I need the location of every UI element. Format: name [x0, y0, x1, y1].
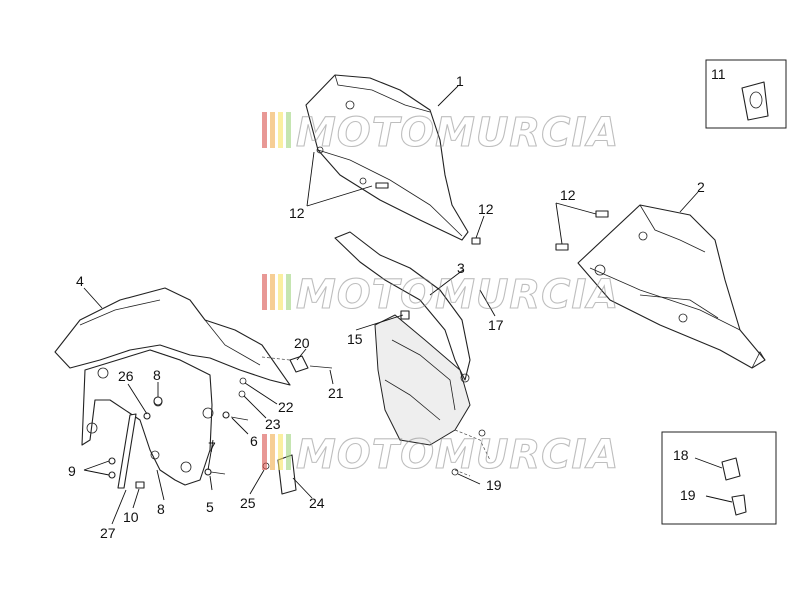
callout-19-inset: 19	[680, 487, 696, 503]
inset-box-18-19	[661, 431, 777, 525]
callout-labels: 1 2 3 4 5 6 7 8 8 9 10 11 12 12 12 15 17…	[68, 66, 726, 541]
watermark-stripe-yellow	[278, 274, 283, 310]
callout-21: 21	[328, 385, 344, 401]
watermark-stripe-orange	[270, 274, 275, 310]
watermark-bottom: MOTOMURCIA	[262, 431, 619, 479]
callout-12-upper-left: 12	[289, 205, 305, 221]
leader-lines	[83, 85, 733, 525]
callout-1: 1	[456, 73, 464, 89]
callout-7: 7	[208, 439, 216, 455]
watermark-stripe-red	[262, 112, 267, 148]
watermark-stripe-green	[286, 274, 291, 310]
callout-18: 18	[673, 447, 689, 463]
callout-24: 24	[309, 495, 325, 511]
callout-4: 4	[76, 273, 84, 289]
part-2-side-fairing	[577, 204, 766, 369]
callout-19-bracket: 19	[486, 477, 502, 493]
watermark-text: MOTOMURCIA	[296, 110, 619, 156]
callout-15: 15	[347, 331, 363, 347]
watermark-text: MOTOMURCIA	[296, 272, 619, 318]
callout-2: 2	[697, 179, 705, 195]
watermark-stripe-red	[262, 274, 267, 310]
inset-box-11	[705, 59, 787, 129]
callout-22: 22	[278, 399, 294, 415]
watermark-stripe-yellow	[278, 434, 283, 470]
callout-23: 23	[265, 416, 281, 432]
callout-11: 11	[711, 66, 726, 82]
callout-27: 27	[100, 525, 116, 541]
watermark-top: MOTOMURCIA	[262, 109, 619, 157]
callout-25: 25	[240, 495, 256, 511]
watermark-text: MOTOMURCIA	[296, 432, 619, 478]
callout-5: 5	[206, 499, 214, 515]
watermark-stripe-orange	[270, 112, 275, 148]
part-4-front-mudguard	[54, 287, 291, 486]
callout-8-lower: 8	[157, 501, 165, 517]
callout-12-side: 12	[560, 187, 576, 203]
watermark-stripe-green	[286, 112, 291, 148]
callout-6: 6	[250, 433, 258, 449]
callout-10: 10	[123, 509, 139, 525]
callout-12-upper-right: 12	[478, 201, 494, 217]
watermark-stripe-green	[286, 434, 291, 470]
callout-8-upper: 8	[153, 367, 161, 383]
callout-9: 9	[68, 463, 76, 479]
callout-26: 26	[118, 368, 134, 384]
part-3-inner-bracket	[334, 231, 491, 461]
watermark-stripe-orange	[270, 434, 275, 470]
callout-20: 20	[294, 335, 310, 351]
part-1-upper-fairing	[305, 74, 469, 241]
watermark-stripe-yellow	[278, 112, 283, 148]
callout-3: 3	[457, 260, 465, 276]
callout-17: 17	[488, 317, 504, 333]
watermark-stripe-red	[262, 434, 267, 470]
watermark-middle: MOTOMURCIA	[262, 271, 619, 319]
